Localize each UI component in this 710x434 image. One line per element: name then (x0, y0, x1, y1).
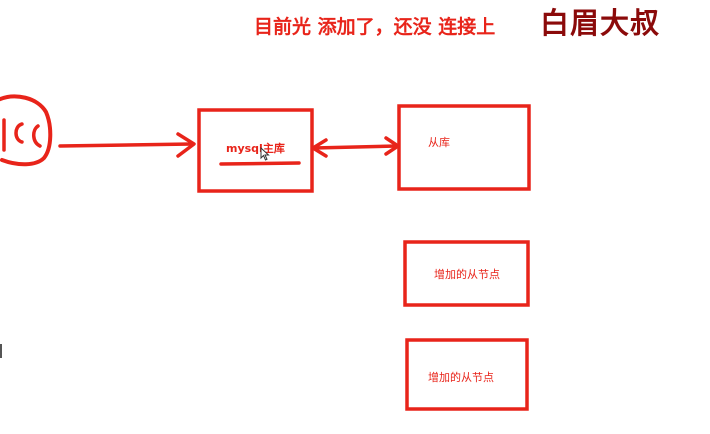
master-underline (219, 161, 301, 166)
new-slave-box-2 (405, 338, 529, 411)
slave-box (397, 104, 531, 191)
window-edge-mark (0, 344, 2, 358)
slave-label: 从库 (428, 136, 450, 149)
bidir-shaft (312, 144, 399, 150)
new-slave-box-1 (403, 240, 530, 307)
master-box (197, 108, 314, 193)
master-label: mysql主库 (226, 142, 285, 155)
new-slave-label-1: 增加的从节点 (434, 268, 500, 281)
client-scribble-c1 (14, 122, 24, 144)
client-scribble-c2 (32, 124, 42, 148)
arrow-master-slave-bidirectional (311, 136, 400, 158)
arrow-head (176, 132, 196, 158)
arrow-shaft (58, 142, 194, 148)
client-outline (0, 94, 53, 167)
brand-logo-text: 白眉大叔 (540, 6, 661, 40)
page-title: 目前光 添加了，还没 连接上 (254, 16, 496, 38)
bidir-head-left (311, 138, 328, 158)
mouse-cursor-icon (260, 147, 270, 161)
arrow-client-to-master (58, 132, 196, 158)
client-node (0, 94, 53, 167)
new-slave-label-2: 增加的从节点 (428, 371, 494, 384)
